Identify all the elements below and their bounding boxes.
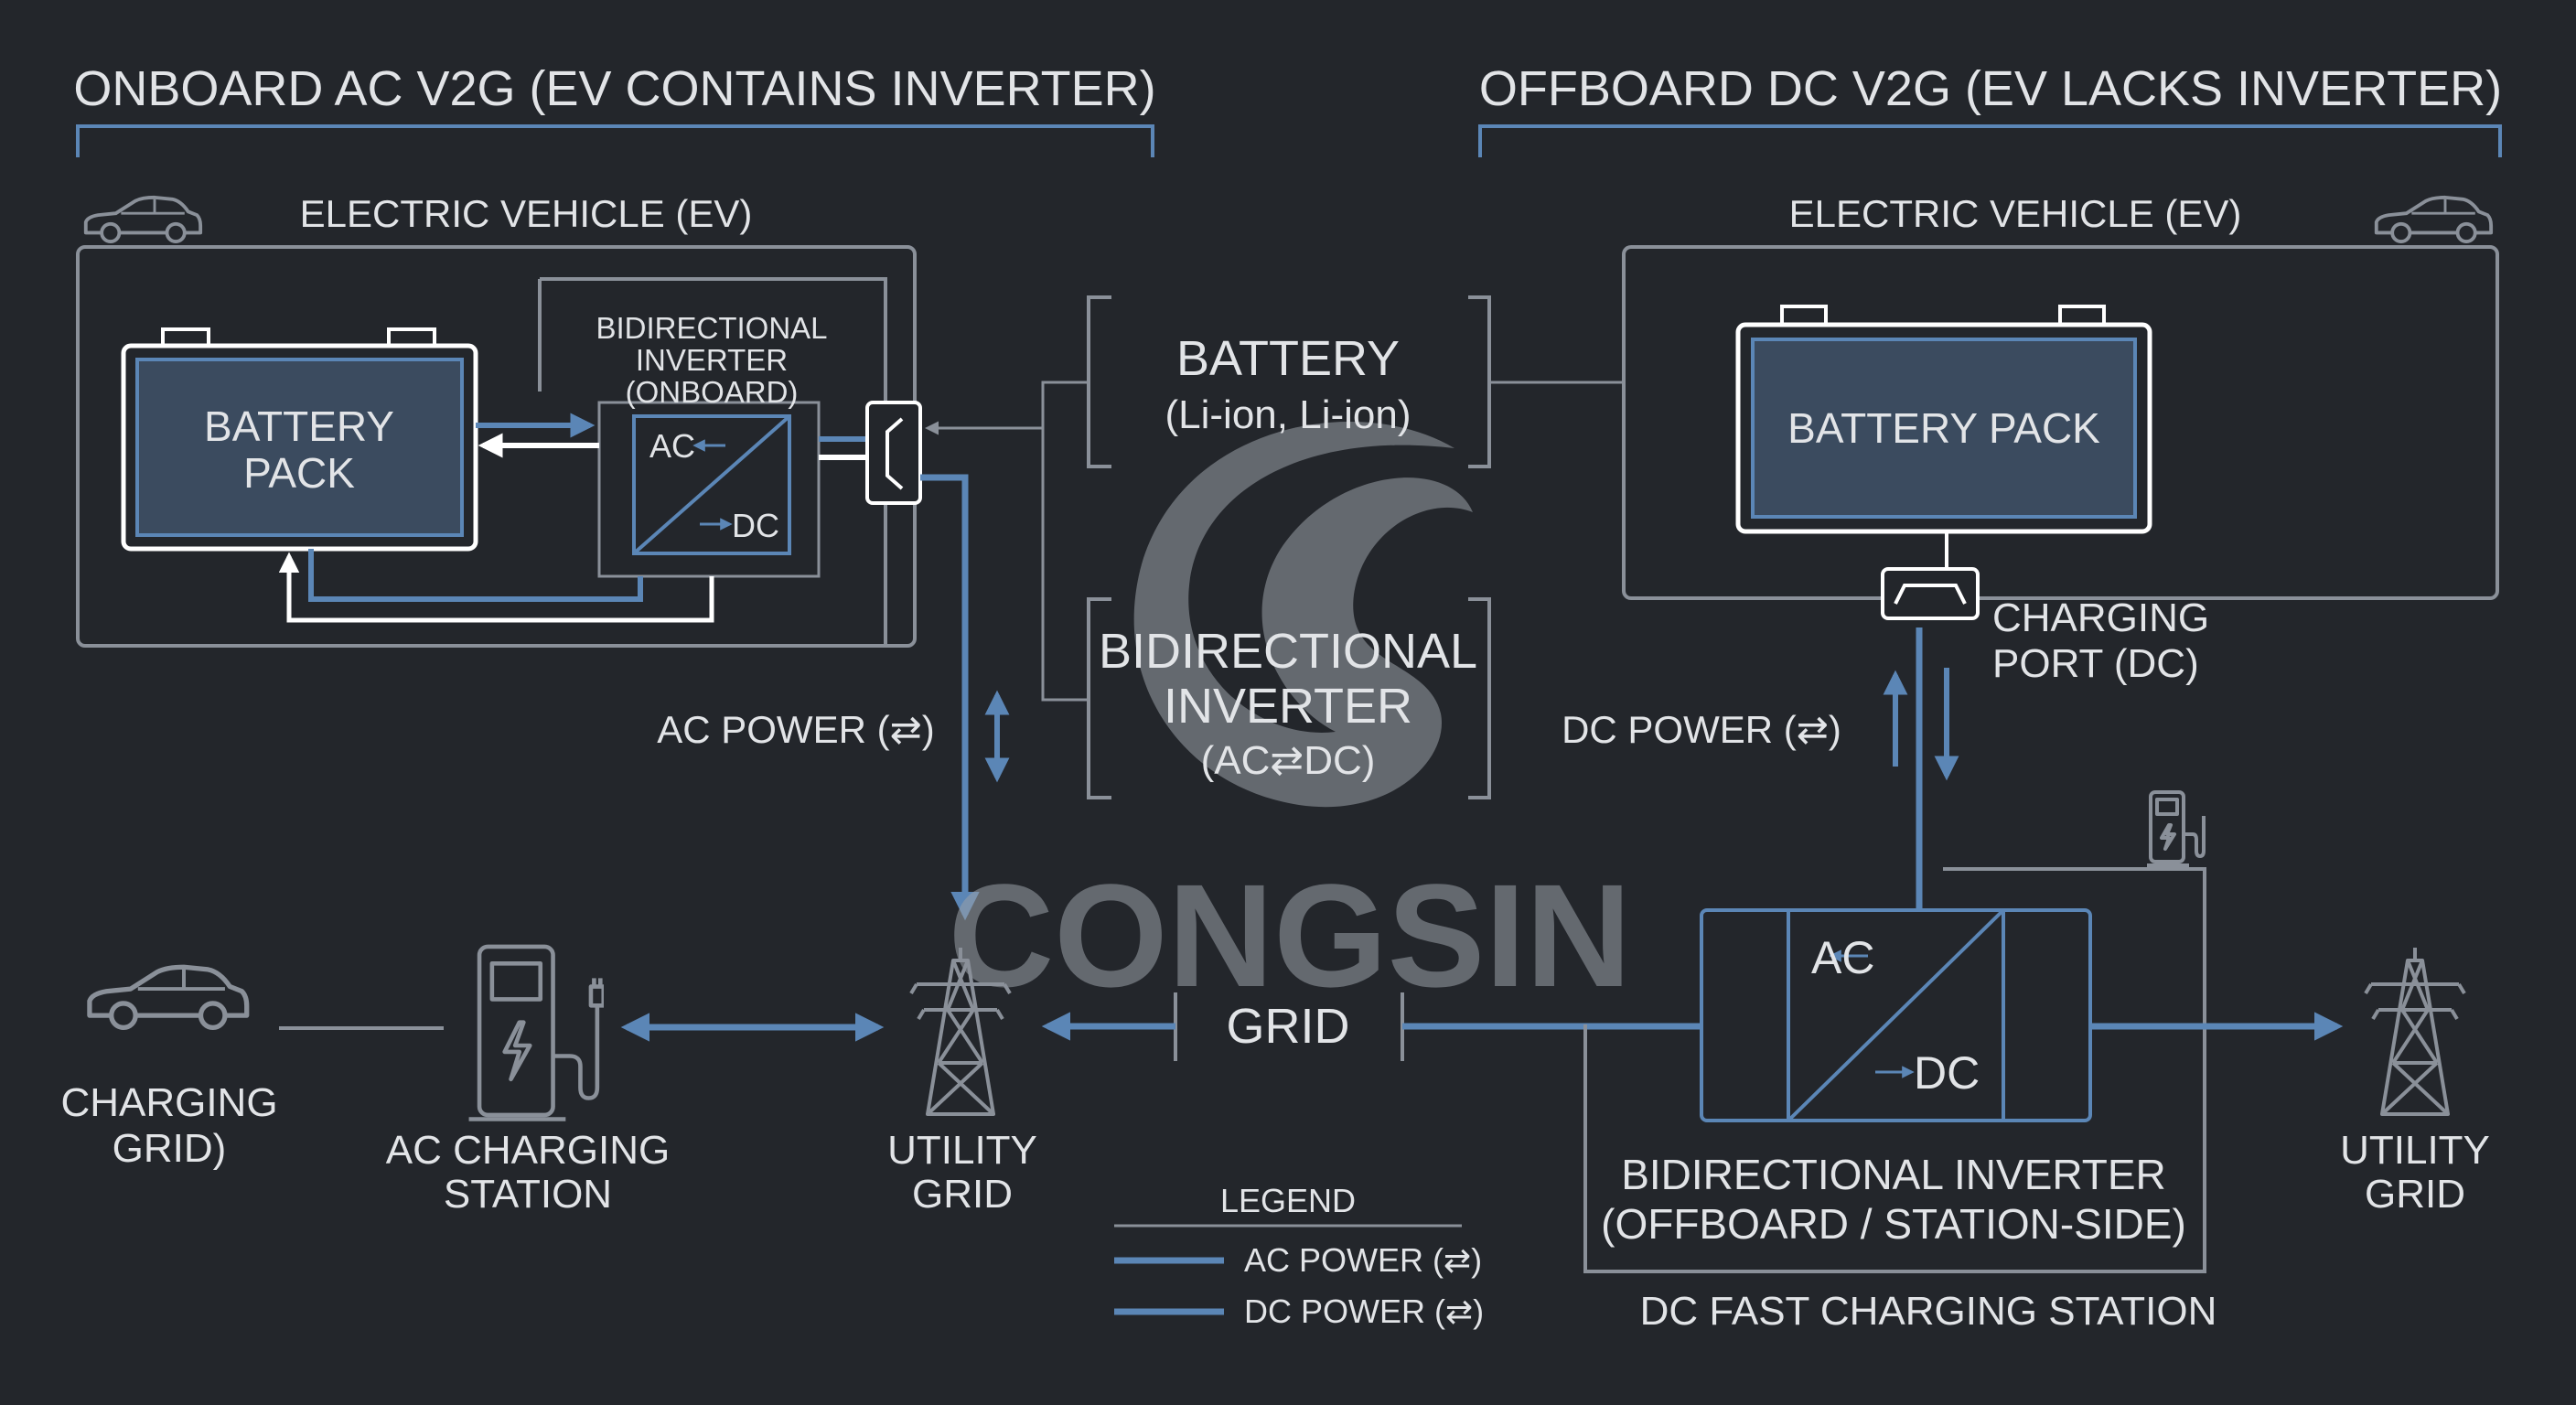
- left-utility-label-line1: UTILITY: [887, 1128, 1037, 1173]
- right-section-title: OFFBOARD DC V2G (EV LACKS INVERTER): [1479, 61, 2502, 116]
- left-title-bracket: [76, 124, 1154, 157]
- right-utility-label-line2: GRID: [2365, 1172, 2465, 1217]
- left-battery-label-line1: BATTERY: [204, 402, 394, 450]
- dc-station-label: DC FAST CHARGING STATION: [1640, 1289, 2217, 1334]
- congsin-watermark-text: CONGSIN: [949, 853, 1632, 1017]
- onboard-inverter-outer-box: [597, 401, 821, 578]
- onboard-inverter-dc: DC: [732, 507, 779, 544]
- center-inverter-bracket-left: [1087, 597, 1111, 799]
- left-ev-car-icon: [83, 195, 203, 243]
- right-battery-label: BATTERY PACK: [1787, 404, 2100, 452]
- left-battery-pack: [121, 327, 478, 552]
- congsin-watermark-logo: [1133, 422, 1473, 808]
- offboard-inverter-label-line1: BIDIRECTIONAL INVERTER: [1621, 1151, 2166, 1198]
- legend-ac-label: AC POWER (⇄): [1244, 1241, 1482, 1279]
- center-inverter-line3: (AC⇄DC): [1201, 738, 1376, 783]
- right-battery-pack: [1735, 305, 2152, 534]
- onboard-inverter-title-line2: INVERTER: [636, 343, 788, 377]
- right-utility-tower-icon: [2364, 946, 2466, 1116]
- dc-charging-port: [1881, 567, 1980, 620]
- legend-dc-label: DC POWER (⇄): [1244, 1292, 1484, 1330]
- ac-charging-station-icon: [469, 947, 604, 1120]
- left-utility-label-line2: GRID: [912, 1172, 1013, 1217]
- ac-station-label-line1: AC CHARGING: [386, 1128, 670, 1173]
- offboard-inverter-dc: DC: [1914, 1047, 1980, 1099]
- onboard-inverter-title-line3: (ONBOARD): [626, 375, 799, 409]
- left-ev-label: ELECTRIC VEHICLE (EV): [300, 192, 753, 235]
- offboard-inverter-symbol: [1700, 908, 2092, 1122]
- center-battery-bracket-right: [1468, 295, 1491, 468]
- center-battery-link-left: [1041, 381, 1089, 702]
- left-battery-label-line2: PACK: [243, 449, 355, 497]
- center-battery-title: BATTERY: [1176, 331, 1400, 386]
- left-vehicle-label-line1: CHARGING: [60, 1080, 277, 1125]
- right-ev-box: [1622, 245, 2499, 600]
- grid-label: GRID: [1227, 999, 1350, 1054]
- inverter-return-blue-line: [308, 549, 643, 602]
- dc-station-frame: [1583, 867, 2206, 1273]
- onboard-inverter-title-line1: BIDIRECTIONAL: [596, 311, 827, 345]
- offboard-inverter-ac: AC: [1811, 932, 1874, 983]
- inverter-return-white-arrow: [278, 552, 714, 623]
- onboard-inlet-port: [865, 401, 922, 505]
- right-title-bracket: [1478, 124, 2502, 157]
- center-inverter-line2: INVERTER: [1164, 679, 1412, 734]
- center-inverter-line1: BIDIRECTIONAL: [1099, 624, 1477, 679]
- onboard-inverter-frame: [538, 277, 887, 646]
- small-charger-icon: [2145, 790, 2206, 867]
- legend-title: LEGEND: [1220, 1182, 1356, 1219]
- onboard-inverter-ac: AC: [649, 427, 695, 465]
- left-vehicle-car-icon: [90, 967, 247, 1027]
- right-ev-car-icon: [2374, 195, 2494, 243]
- right-ev-label: ELECTRIC VEHICLE (EV): [1789, 192, 2242, 235]
- dc-power-label: DC POWER (⇄): [1562, 708, 1841, 751]
- port-label-line2: PORT (DC): [1992, 641, 2199, 686]
- ac-station-label-line2: STATION: [444, 1172, 612, 1217]
- onboard-inverter-symbol: [632, 414, 791, 555]
- center-battery-bracket-left: [1087, 295, 1111, 468]
- offboard-inverter-label-line2: (OFFBOARD / STATION-SIDE): [1601, 1200, 2186, 1248]
- center-battery-subtitle: (Li-ion, Li-ion): [1165, 392, 1411, 437]
- ac-power-label: AC POWER (⇄): [657, 708, 935, 751]
- port-to-grid-blue-arrow: [920, 474, 980, 921]
- right-utility-label-line1: UTILITY: [2340, 1128, 2490, 1173]
- left-section-title: ONBOARD AC V2G (EV CONTAINS INVERTER): [73, 61, 1155, 116]
- center-inverter-bracket-right: [1468, 597, 1491, 799]
- port-label-line1: CHARGING: [1992, 595, 2209, 640]
- left-vehicle-label-line2: GRID): [113, 1126, 227, 1171]
